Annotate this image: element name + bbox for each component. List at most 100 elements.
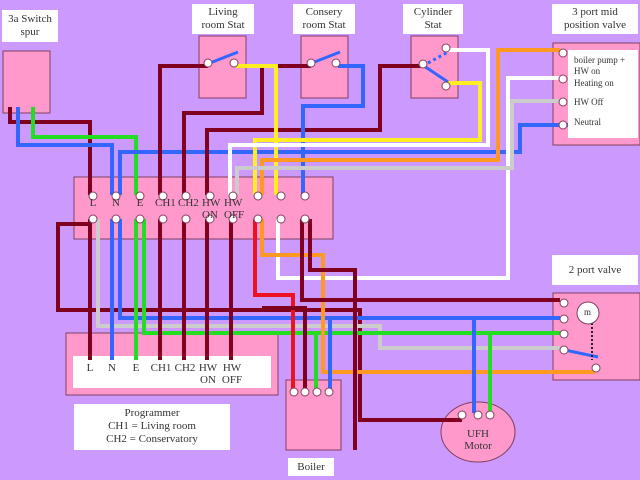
terminal bbox=[559, 298, 569, 308]
terminal bbox=[276, 191, 286, 201]
terminal bbox=[300, 191, 310, 201]
junction-label-n: N bbox=[112, 197, 120, 209]
terminal bbox=[135, 191, 145, 201]
terminal bbox=[473, 410, 483, 420]
wire-3port-grey bbox=[235, 99, 560, 195]
cylinder-stat-label-line1: Cylinder bbox=[413, 6, 453, 18]
living-stat-label-line1: Living bbox=[208, 6, 238, 18]
terminal bbox=[558, 120, 568, 130]
wire-cylinder-out-white bbox=[228, 48, 490, 195]
three-port-label-line2: position valve bbox=[563, 19, 627, 31]
terminal bbox=[300, 387, 310, 397]
ufh-motor-label-line1: UFH bbox=[466, 428, 489, 440]
wire-living-out-yellow bbox=[236, 64, 278, 195]
terminal bbox=[306, 58, 316, 68]
terminal bbox=[559, 329, 569, 339]
three-port-term-1: boiler pump + HW on bbox=[574, 55, 626, 76]
wire-consery-out-blue bbox=[301, 64, 365, 195]
wire-boiler-live bbox=[300, 219, 560, 302]
terminal bbox=[300, 214, 310, 224]
junction-label-e: E bbox=[136, 197, 144, 209]
terminal bbox=[228, 191, 238, 201]
terminal bbox=[205, 191, 215, 201]
programmer-note-line2: CH1 = Living room bbox=[108, 420, 196, 432]
terminal bbox=[324, 387, 334, 397]
programmer-label-panel bbox=[73, 356, 271, 388]
terminal bbox=[229, 58, 239, 68]
prog-label-e: E bbox=[132, 362, 140, 374]
boiler-label: Boiler bbox=[288, 458, 334, 476]
terminal bbox=[558, 48, 568, 58]
terminal bbox=[441, 81, 451, 91]
terminal bbox=[559, 345, 569, 355]
terminal bbox=[312, 387, 322, 397]
cylinder-stat-dotted bbox=[427, 50, 449, 65]
wire-boiler-red bbox=[253, 219, 295, 390]
ufh-motor-label: UFH Motor bbox=[458, 428, 498, 452]
living-stat-label-line2: room Stat bbox=[201, 19, 245, 31]
terminal bbox=[88, 191, 98, 201]
terminal bbox=[559, 314, 569, 324]
consery-stat-label-line2: room Stat bbox=[302, 19, 346, 31]
living-stat-blade bbox=[209, 50, 239, 65]
prog-label-hwon: HW ON bbox=[198, 362, 218, 386]
three-port-term-2: Heating on bbox=[574, 78, 614, 88]
switch-spur-label: 3a Switch spur bbox=[2, 10, 58, 42]
consery-stat-label-line1: Consery bbox=[305, 6, 343, 18]
terminal bbox=[158, 191, 168, 201]
wire-junction-grey-down bbox=[96, 219, 560, 350]
wire-junction-neutral-bus bbox=[118, 219, 560, 320]
wire-live-consery bbox=[182, 64, 311, 195]
terminal bbox=[276, 214, 286, 224]
ufh-motor-label-line2: Motor bbox=[464, 440, 492, 452]
junction-box bbox=[73, 176, 334, 240]
terminal bbox=[331, 58, 341, 68]
programmer-note: Programmer CH1 = Living room CH2 = Conse… bbox=[74, 404, 230, 450]
switch-spur-label-line1: 3a Switch bbox=[8, 13, 52, 25]
wire-spur-live bbox=[8, 107, 92, 195]
terminal bbox=[591, 363, 601, 373]
wire-neutral-bus-top bbox=[118, 123, 568, 195]
cylinder-stat-label: Cylinder Stat bbox=[403, 4, 463, 34]
prog-label-ch1: CH1 bbox=[150, 362, 172, 374]
terminal bbox=[485, 410, 495, 420]
terminal bbox=[135, 214, 145, 224]
three-port-label: 3 port mid position valve bbox=[552, 4, 638, 34]
wire-boiler-live3 bbox=[262, 306, 307, 390]
switch-spur-label-line2: spur bbox=[20, 26, 40, 38]
wire-spur-neutral bbox=[16, 107, 114, 195]
cylinder-stat-label-line2: Stat bbox=[424, 19, 442, 31]
terminal bbox=[111, 191, 121, 201]
terminal bbox=[457, 410, 467, 420]
terminal bbox=[558, 74, 568, 84]
programmer-note-line3: CH2 = Conservatory bbox=[106, 433, 198, 445]
terminal bbox=[289, 387, 299, 397]
wire-live-cylinder bbox=[205, 64, 422, 195]
prog-label-n: N bbox=[108, 362, 116, 374]
consery-stat-blade bbox=[311, 50, 341, 65]
wire-boiler-live2 bbox=[308, 219, 357, 450]
terminal bbox=[88, 214, 98, 224]
three-port-label-line1: 3 port mid bbox=[572, 6, 618, 18]
consery-stat-label: Consery room Stat bbox=[293, 4, 355, 34]
junction-label-l: L bbox=[89, 197, 97, 209]
junction-label-ch2: CH2 bbox=[178, 197, 199, 209]
three-port-term-4: Neutral bbox=[574, 117, 601, 127]
two-port-label: 2 port valve bbox=[552, 255, 638, 285]
junction-label-hwoff: HW OFF bbox=[224, 197, 245, 221]
prog-label-ch2: CH2 bbox=[174, 362, 196, 374]
wire-live-living bbox=[158, 64, 208, 195]
prog-label-l: L bbox=[86, 362, 94, 374]
living-stat-label: Living room Stat bbox=[192, 4, 254, 34]
cylinder-stat-blade bbox=[423, 64, 449, 84]
wire-spur-earth bbox=[31, 107, 138, 195]
three-port-label-panel bbox=[568, 50, 638, 138]
terminal bbox=[181, 214, 191, 224]
wire-cylinder-out-yellow bbox=[253, 81, 482, 195]
terminal bbox=[253, 214, 263, 224]
terminal bbox=[203, 58, 213, 68]
terminal bbox=[253, 191, 263, 201]
wire-3port-orange bbox=[260, 48, 560, 195]
junction-label-ch1: CH1 bbox=[155, 197, 176, 209]
